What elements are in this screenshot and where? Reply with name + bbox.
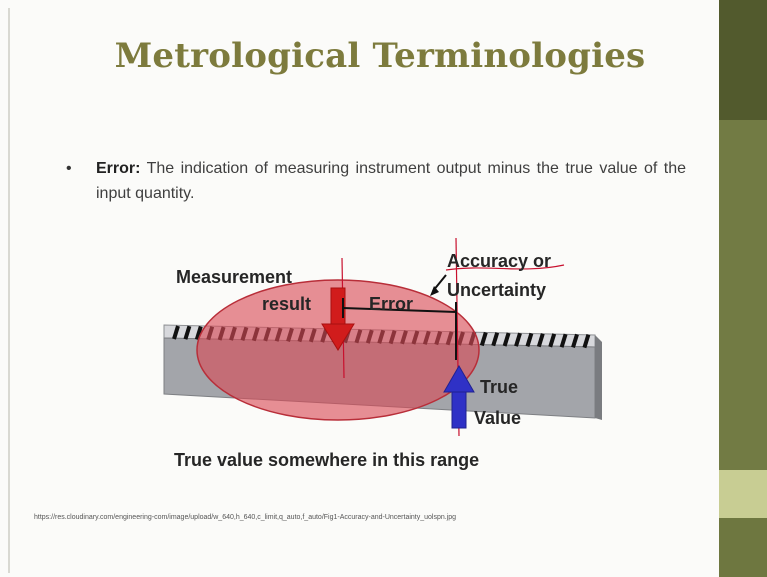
measurement-arrow-head — [321, 323, 355, 351]
ruler-end-face — [595, 335, 602, 420]
true-value-arrow-head — [443, 364, 475, 393]
accuracy-diagram-svg: Measurement result Error Accuracy or Unc… — [163, 237, 602, 470]
true-value-arrow-shaft — [451, 391, 467, 429]
bullet-item: • Error: The indication of measuring ins… — [66, 156, 686, 206]
measurement-label-line1: Measurement — [176, 267, 292, 287]
ruler-tick — [514, 332, 522, 347]
ruler-tick — [172, 325, 180, 340]
range-caption: True value somewhere in this range — [174, 450, 479, 470]
side-band-segment — [719, 518, 767, 577]
ruler-tick — [559, 333, 568, 348]
annotation-underline — [445, 264, 565, 271]
error-bracket-line — [342, 307, 457, 313]
ruler-tick — [183, 325, 192, 340]
true-value-label-line2: Value — [474, 408, 521, 428]
accuracy-diagram: Measurement result Error Accuracy or Unc… — [150, 230, 610, 480]
bullet-definition: The indication of measuring instrument o… — [96, 160, 686, 202]
slide-title: Metrological Terminologies — [114, 36, 646, 76]
true-value-label-line1: True — [480, 377, 518, 397]
accuracy-label-line2: Uncertainty — [447, 280, 546, 300]
slide-side-band — [719, 0, 767, 577]
ruler-tick — [571, 333, 579, 348]
ruler-tick — [502, 332, 511, 347]
ruler-tick — [479, 331, 488, 347]
ruler-tick — [525, 332, 534, 347]
ruler-tick — [194, 325, 203, 341]
ruler-tick — [548, 333, 557, 348]
ruler-tick — [491, 332, 500, 347]
ruler-tick — [582, 334, 591, 349]
ruler-tick — [536, 333, 545, 348]
bullet-text: Error: The indication of measuring instr… — [96, 156, 686, 206]
error-label: Error — [369, 294, 413, 314]
measurement-label-line2: result — [262, 294, 311, 314]
bullet-term: Error: — [96, 160, 141, 177]
side-band-segment — [719, 120, 767, 480]
accuracy-label-line1: Accuracy or — [447, 251, 551, 271]
accuracy-pointer-head — [430, 286, 439, 296]
bullet-dot: • — [66, 160, 72, 177]
source-url: https://res.cloudinary.com/engineering-c… — [34, 514, 457, 521]
slide-left-rule — [8, 8, 10, 573]
side-band-highlight — [719, 470, 767, 518]
